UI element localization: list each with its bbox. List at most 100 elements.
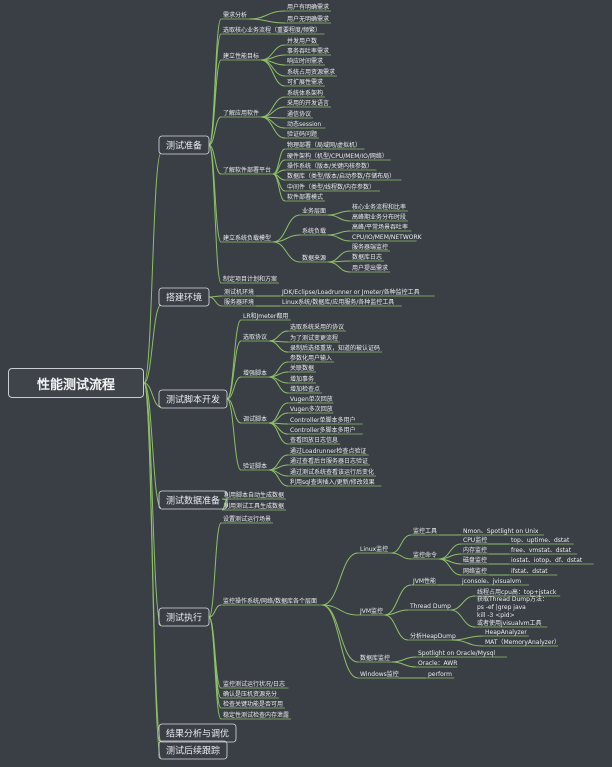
connector-line (327, 210, 351, 216)
connector-line (268, 422, 289, 445)
connector-line (143, 382, 162, 759)
node-label: 增强脚本 (243, 369, 267, 377)
root-node[interactable]: 性能测试流程 (8, 368, 144, 398)
connector-line (268, 340, 289, 353)
node-label: HeapAnalyzer (485, 629, 527, 636)
node-label: 为了测试变更流程 (290, 334, 338, 342)
node-label: 选取核心业务流程（重要程度/频繁） (223, 26, 321, 34)
node-label: 采用的开发语言 (287, 99, 329, 107)
node-label: 服务器端监控 (352, 243, 388, 251)
connector-line (226, 376, 242, 400)
connector-line (260, 116, 286, 139)
node-label: 高峰/平常场景吞吐率 (352, 223, 408, 231)
connector-line (226, 340, 242, 400)
node-label: 物理部署（局域网/虚拟机） (287, 141, 361, 149)
main-branch-label: 测试后续跟踪 (166, 745, 220, 757)
node-labels: 测试准备需求分析用户有明确需求用户无明确需求选取核心业务流程（重要程度/频繁）建… (158, 3, 594, 760)
main-branch-box[interactable] (158, 607, 210, 627)
connector-line (208, 616, 222, 720)
node-label: 内存监控 (463, 546, 487, 554)
node-label: CPU/IO/MEM/NETWORK (352, 234, 423, 241)
node-label: top、uptime、dstat (511, 537, 570, 544)
node-label: 数据库（类型/版本/启动参数/存储布局） (287, 172, 395, 180)
connector-line (208, 33, 222, 146)
connector-line (248, 18, 286, 24)
node-label: Thread Dump (409, 603, 451, 610)
main-branch-box[interactable] (158, 740, 228, 760)
node-label: 磁盘监控 (463, 556, 487, 564)
node-label: 核心业务流程和比率 (352, 203, 406, 211)
node-label: 增加事务 (290, 375, 314, 383)
node-label: 监控操作系统/网络/数据库各个层面 (223, 597, 317, 605)
connector-line (208, 296, 223, 307)
connector-lines (143, 10, 509, 759)
node-label: 服务器环境 (224, 298, 254, 306)
connector-line (248, 10, 286, 20)
node-label: Vugen多次回放 (290, 405, 333, 413)
connector-line (268, 376, 289, 394)
node-label: 中间件（类型/线程数/内存参数） (287, 183, 375, 191)
connector-line (143, 382, 162, 626)
connector-line (321, 604, 359, 679)
node-label: 用户提出需求 (352, 264, 388, 272)
main-branch-label: 测试数据准备 (166, 495, 220, 507)
connector-line (451, 635, 484, 641)
node-label: 了解应用软件 (223, 109, 259, 117)
node-label: 数据库日志 (352, 253, 382, 261)
node-label: JVM监控 (359, 607, 383, 615)
connector-line (272, 214, 301, 243)
node-label: 了解软件部署平台 (223, 166, 271, 174)
node-label: 参数化用户输入 (290, 354, 332, 362)
connector-line (272, 241, 301, 263)
node-label: 操作系统（版本/关键内核参数） (287, 162, 373, 170)
node-label: perform (428, 671, 452, 678)
node-label: 验证脚本 (243, 462, 267, 470)
node-label: 软件部署模式 (287, 193, 323, 201)
node-label: 增加检查点 (290, 385, 320, 393)
main-branch-box[interactable] (158, 287, 210, 307)
node-label: Vugen单次回放 (290, 395, 333, 403)
node-label: 监控测试运行状况/日志 (223, 680, 285, 688)
node-label: Windows监控 (360, 670, 399, 678)
node-label: 关联数据 (290, 364, 314, 372)
main-branch-box[interactable] (158, 723, 237, 743)
connector-line (208, 604, 222, 618)
connector-line (208, 522, 222, 618)
node-label: Controller多脚本多用户 (290, 426, 356, 434)
node-label: ifstat、dstat (511, 568, 548, 575)
connector-line (391, 534, 412, 554)
connector-line (321, 604, 359, 616)
node-label: 用户有明确需求 (287, 3, 329, 11)
connector-line (143, 382, 162, 509)
node-label: 并发用户数 (287, 37, 317, 45)
node-label: 查看回放日志信息 (290, 436, 338, 444)
connector-line (143, 304, 162, 384)
node-label: 建立系统负载模型 (223, 234, 271, 242)
node-label: JDK/Eclipse/Loadrunner or Jmeter/各种监控工具 (281, 288, 420, 296)
node-label: 用户无明确需求 (287, 15, 329, 23)
connector-line (272, 173, 286, 202)
node-label: 监控命令 (413, 551, 437, 559)
node-label: 利用sql查询插入/更新/修改效果 (290, 478, 375, 486)
node-label: 系统体系架构 (287, 89, 323, 97)
main-branch-box[interactable] (158, 490, 228, 510)
node-label: Controller单脚本多用户 (290, 416, 356, 424)
connector-line (391, 656, 417, 663)
node-label: 利用脚本自动生成数据 (224, 491, 284, 499)
main-branch-label: 测试准备 (166, 140, 202, 152)
main-branch-box[interactable] (158, 135, 210, 155)
connector-line (143, 152, 162, 384)
connector-line (321, 552, 359, 606)
node-label: 确认是压机资源充分 (223, 690, 277, 698)
node-label: CPU监控 (463, 536, 487, 544)
node-label: 通过测试系统查看该运行后变化 (290, 468, 374, 476)
node-label: 录制后选择重放，知道的被认证码 (290, 344, 380, 352)
node-label: 利用测试工具生成数据 (224, 502, 284, 510)
node-label: Oracle：AWR (418, 660, 457, 667)
main-branch-box[interactable] (158, 389, 228, 409)
connector-line (268, 330, 289, 342)
node-label: free、vmstat、dstat (511, 547, 572, 554)
node-label: LR和Jmeter都用 (243, 312, 288, 320)
node-label: 稳定性测试检查内存泄露 (223, 711, 289, 719)
